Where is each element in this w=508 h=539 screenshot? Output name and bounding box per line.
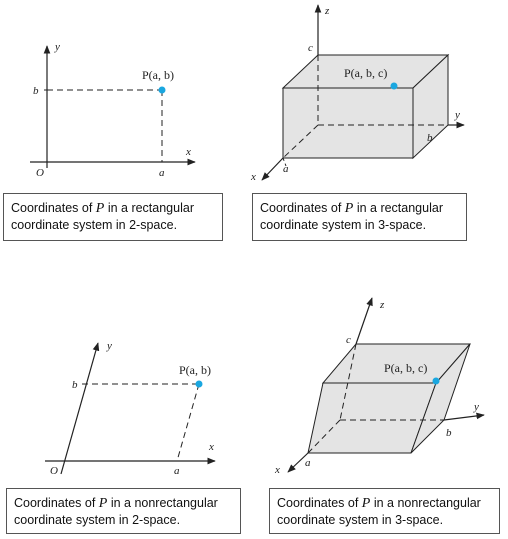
caption-text: Coordinates of — [11, 201, 96, 215]
y-label: y — [106, 340, 112, 352]
caption-var: P — [95, 201, 105, 216]
point-label: P(a, b, c) — [344, 66, 387, 80]
point-label: P(a, b, c) — [384, 361, 427, 375]
b-label: b — [72, 379, 78, 391]
z-label: z — [379, 299, 385, 311]
point-p — [195, 380, 203, 388]
point-label: P(a, b) — [142, 68, 174, 82]
caption-var: P — [344, 201, 354, 216]
caption-text: Coordinates of — [260, 201, 345, 215]
box-front-face — [282, 87, 414, 159]
caption-text: in a rectangular — [353, 201, 443, 215]
point-p — [158, 86, 166, 94]
x-label: x — [250, 171, 256, 183]
caption-nonrect-2d: Coordinates of P in a nonrectangular coo… — [6, 488, 241, 534]
panel-rect-3d: P(a, b, c) z y x c b a — [250, 4, 465, 183]
hidden-edge — [339, 343, 357, 421]
b-label: b — [33, 85, 39, 97]
y-axis — [60, 342, 100, 475]
caption-text: Coordinates of — [14, 496, 99, 510]
a-label: a — [174, 465, 180, 477]
caption-nonrect-3d: Coordinates of P in a nonrectangular coo… — [269, 488, 500, 534]
y-label: y — [54, 41, 60, 53]
panel-nonrect-3d: P(a, b, c) z y x c b a — [274, 297, 485, 476]
x-label: x — [185, 146, 191, 158]
a-label: a — [159, 167, 165, 179]
dashed-a — [176, 383, 200, 462]
y-label: y — [473, 401, 479, 413]
caption-text: Coordinates of — [277, 496, 362, 510]
y-label: y — [454, 109, 460, 121]
panel-nonrect-2d: P(a, b) y x b a O — [45, 340, 216, 477]
caption-text: in a nonrectangular — [107, 496, 218, 510]
origin-label: O — [36, 167, 44, 179]
z-label: z — [324, 5, 330, 17]
caption-var: P — [361, 496, 371, 511]
c-label: c — [346, 334, 351, 346]
a-label: a — [283, 163, 289, 175]
y-axis — [443, 412, 485, 421]
b-label: b — [446, 427, 452, 439]
caption-text: in a rectangular — [104, 201, 194, 215]
hidden-edge — [282, 124, 319, 159]
x-label: x — [274, 464, 280, 476]
point-p — [432, 377, 440, 385]
c-label: c — [308, 42, 313, 54]
hidden-edge — [307, 419, 341, 454]
caption-rect-3d: Coordinates of P in a rectangular coordi… — [252, 193, 467, 241]
caption-rect-2d: Coordinates of P in a rectangular coordi… — [3, 193, 223, 241]
dashed-a — [282, 157, 287, 167]
caption-text: coordinate system in 3-space. — [260, 218, 427, 232]
point-p — [390, 82, 398, 90]
origin-label: O — [50, 465, 58, 477]
caption-text: coordinate system in 3-space. — [277, 513, 444, 527]
a-label: a — [305, 457, 311, 469]
caption-text: coordinate system in 2-space. — [14, 513, 181, 527]
panel-rect-2d: P(a, b) y x b a O — [30, 41, 196, 179]
z-axis — [355, 297, 373, 345]
x-axis — [287, 452, 309, 473]
x-label: x — [208, 441, 214, 453]
caption-text: in a nonrectangular — [370, 496, 481, 510]
caption-var: P — [98, 496, 108, 511]
b-label: b — [427, 132, 433, 144]
x-axis — [261, 157, 284, 181]
point-label: P(a, b) — [179, 363, 211, 377]
caption-text: coordinate system in 2-space. — [11, 218, 178, 232]
